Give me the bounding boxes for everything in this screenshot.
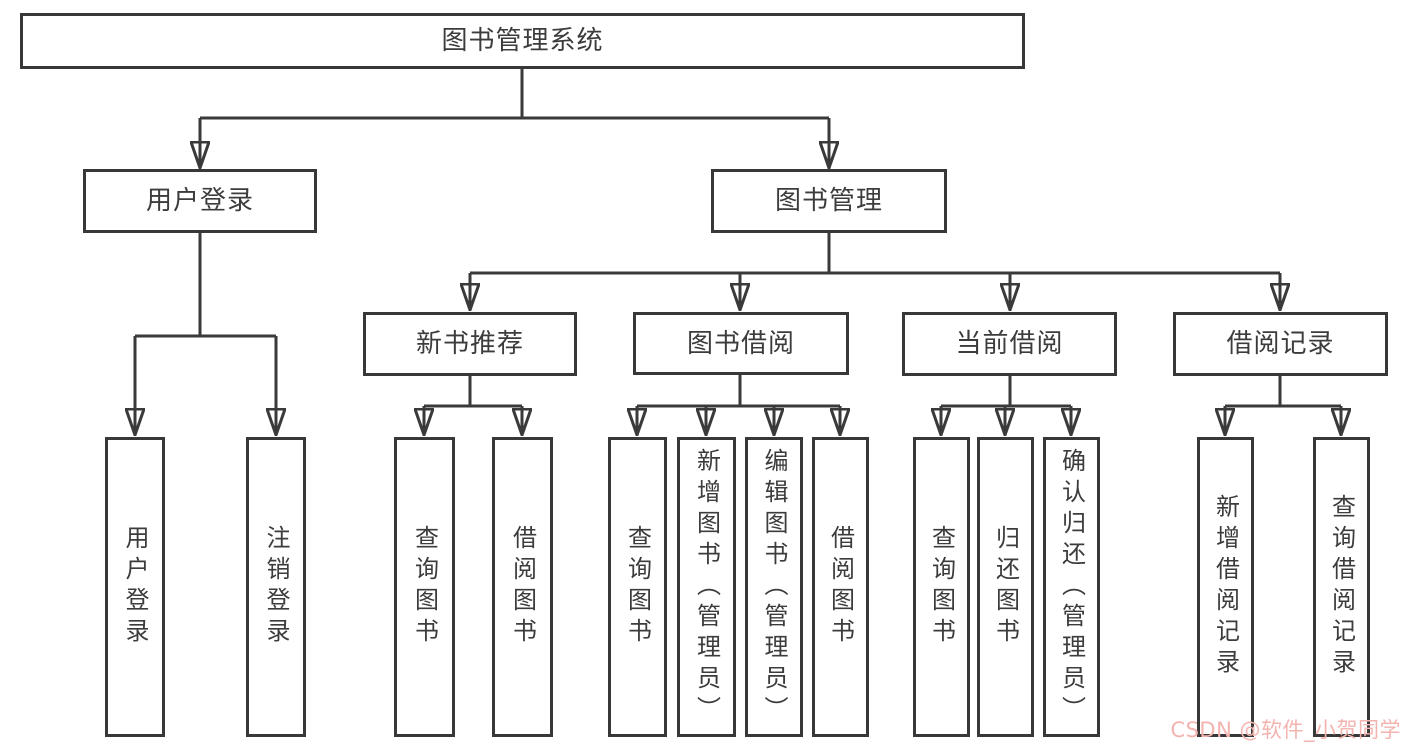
node-book-management: 图书管理 [711,169,947,233]
node-user-login: 用户登录 [83,169,317,233]
node-borrowing-records: 借阅记录 [1173,312,1388,376]
leaf-label: 查询图书 [927,525,956,649]
leaf-query-borrow-record: 查询借阅记录 [1313,437,1370,737]
leaf-add-books-admin: 新增图书（管理员） [677,437,736,737]
leaf-label: 用户登录 [121,525,149,649]
leaf-label: 新增图书（管理员） [692,447,721,727]
leaf-label: 查询图书 [410,525,439,649]
leaf-confirm-return-admin: 确认归还（管理员） [1043,437,1100,737]
leaf-label: 新增借阅记录 [1211,494,1240,680]
leaf-borrow-books: 借阅图书 [812,437,869,737]
leaf-label: 注销登录 [262,525,290,649]
node-book-borrowing: 图书借阅 [633,312,849,375]
leaf-label: 编辑图书（管理员） [760,447,788,727]
leaf-query-books: 查询图书 [913,437,970,737]
node-library-management-system: 图书管理系统 [20,13,1025,69]
leaf-label: 借阅图书 [508,525,537,649]
leaf-label: 归还图书 [991,525,1020,649]
leaf-query-books: 查询图书 [608,437,667,737]
leaf-label: 确认归还（管理员） [1057,447,1086,727]
node-label: 新书推荐 [415,329,524,359]
node-new-book-recommendation: 新书推荐 [363,312,577,376]
leaf-user-login: 用户登录 [105,437,165,737]
leaf-label: 查询图书 [623,525,652,649]
leaf-add-borrow-record: 新增借阅记录 [1197,437,1254,737]
leaf-label: 借阅图书 [826,525,855,649]
node-label: 图书借阅 [686,328,795,359]
node-label: 用户登录 [145,186,254,216]
node-current-borrowing: 当前借阅 [902,312,1117,376]
leaf-edit-books-admin: 编辑图书（管理员） [745,437,803,737]
node-label: 图书管理系统 [441,26,604,56]
node-label: 图书管理 [774,186,883,216]
leaf-borrow-books: 借阅图书 [492,437,553,737]
csdn-watermark: CSDN @软件_小贺同学 [1170,718,1401,742]
leaf-logout: 注销登录 [246,437,306,737]
node-label: 借阅记录 [1226,329,1335,359]
leaf-query-books: 查询图书 [394,437,455,737]
leaf-label: 查询借阅记录 [1327,494,1356,680]
leaf-return-books: 归还图书 [977,437,1034,737]
node-label: 当前借阅 [955,329,1064,359]
